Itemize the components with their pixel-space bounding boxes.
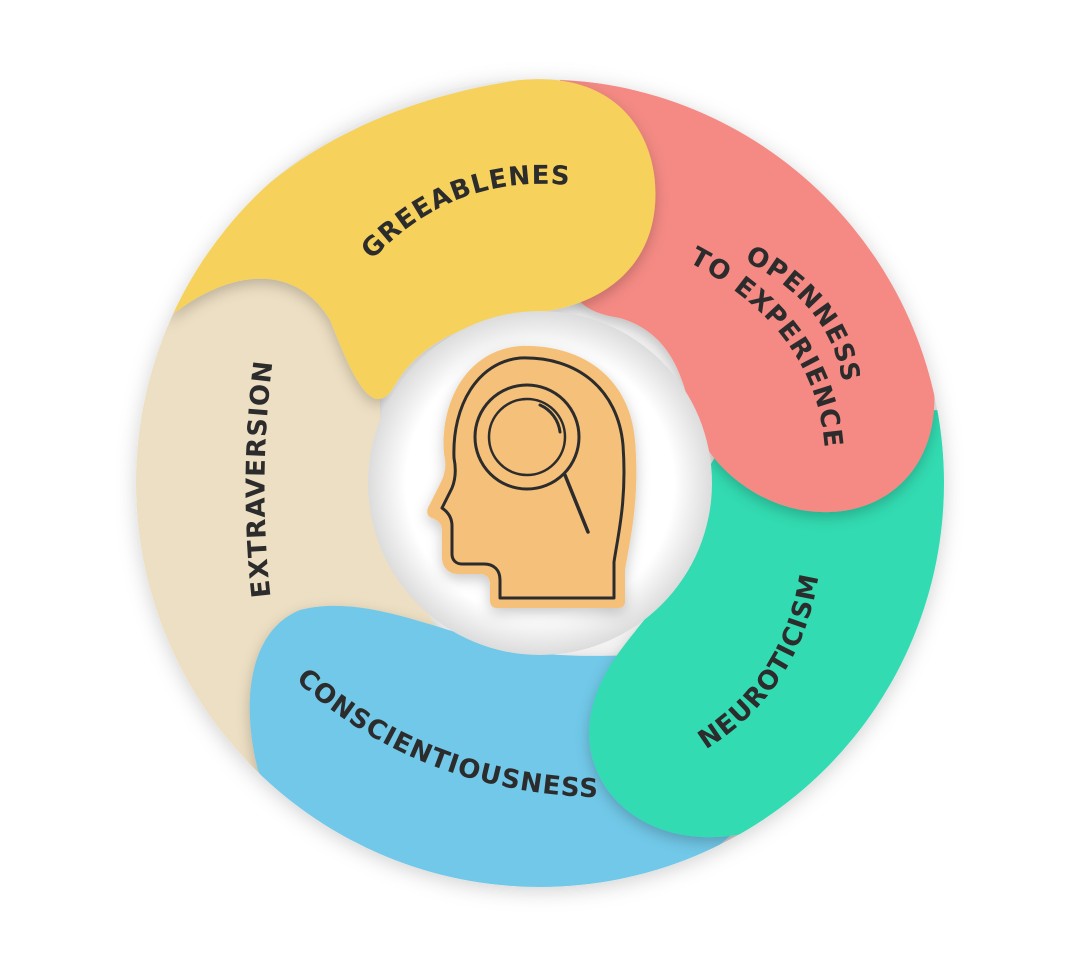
segment-agreeableness <box>165 79 656 400</box>
head-magnifier-icon <box>427 345 637 608</box>
